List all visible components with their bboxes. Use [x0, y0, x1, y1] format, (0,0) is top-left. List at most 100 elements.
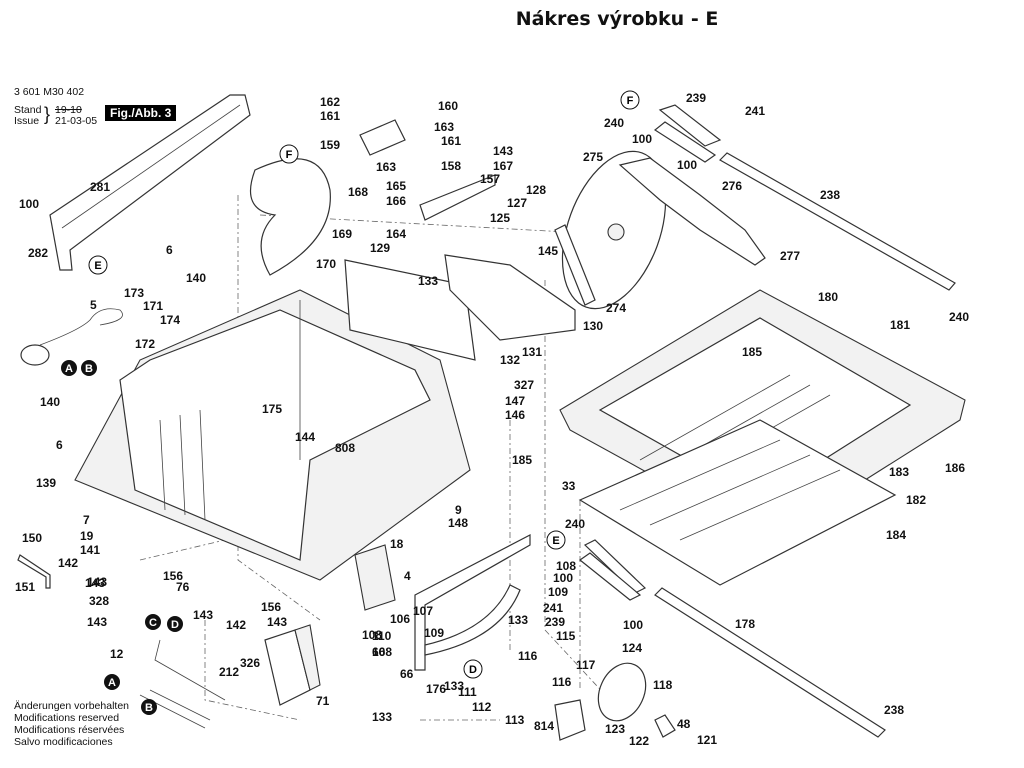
part-label-143: 143: [267, 615, 287, 629]
part-label-142: 142: [226, 618, 246, 632]
ref-marker-A-cable: A: [104, 674, 120, 690]
part-label-9: 9: [455, 503, 462, 517]
part-label-142: 142: [58, 556, 78, 570]
part-129-plate: [344, 259, 476, 361]
part-label-172: 172: [135, 337, 155, 351]
part-label-4: 4: [404, 569, 411, 583]
part-label-163: 163: [434, 120, 454, 134]
part-label-76: 76: [176, 580, 190, 594]
part-label-169: 169: [332, 227, 352, 241]
part-label-327: 327: [514, 378, 534, 392]
part-label-128: 128: [526, 183, 546, 197]
part-label-110: 110: [372, 629, 392, 643]
svg-text:E: E: [552, 535, 559, 547]
page-title: Nákres výrobku - E: [515, 8, 719, 30]
part-label-100: 100: [623, 618, 643, 632]
part-118-knob: [597, 662, 647, 722]
part-label-116: 116: [552, 675, 572, 689]
part-label-100: 100: [632, 132, 652, 146]
part-label-175: 175: [262, 402, 282, 416]
part-label-133: 133: [444, 679, 464, 693]
part-label-239: 239: [686, 91, 706, 105]
part-238-rod-top: [719, 152, 956, 291]
part-label-106: 106: [390, 612, 410, 626]
part-label-133: 133: [418, 274, 438, 288]
part-178-box: [264, 624, 321, 706]
part-814-lever: [554, 699, 586, 741]
part-label-117: 117: [576, 658, 596, 672]
part-label-328: 328: [89, 594, 109, 608]
part-label-143: 143: [87, 615, 107, 629]
part-label-111: 111: [458, 685, 477, 699]
part-label-5: 5: [90, 298, 97, 312]
part-label-160: 160: [438, 99, 458, 113]
part-label-143: 143: [85, 576, 105, 590]
part-label-238: 238: [884, 703, 904, 717]
part-label-173: 173: [124, 286, 144, 300]
svg-text:A: A: [65, 363, 73, 375]
part-5-power-cord: [20, 308, 123, 366]
part-label-240: 240: [0, 0, 20, 3]
part-130-lower-guard: [444, 254, 576, 341]
part-label-239: 239: [545, 615, 565, 629]
part-label-133: 133: [372, 710, 392, 724]
part-168-blade-guard: [249, 158, 331, 276]
part-label-66: 66: [400, 667, 414, 681]
part-label-100: 100: [19, 197, 39, 211]
part-label-141: 141: [80, 543, 100, 557]
part-label-118: 118: [653, 678, 673, 692]
svg-text:B: B: [145, 702, 153, 714]
part-label-148: 148: [448, 516, 468, 530]
part-label-185: 185: [512, 453, 532, 467]
part-label-71: 71: [316, 694, 330, 708]
part-label-109: 109: [548, 585, 568, 599]
part-label-161: 161: [320, 109, 340, 123]
part-label-282: 282: [28, 246, 48, 260]
ref-marker-E-fence: E: [88, 255, 108, 275]
part-label-6: 6: [56, 438, 63, 452]
modification-notes: Änderungen vorbehalten Modifications res…: [14, 700, 129, 748]
part-label-183: 183: [889, 465, 909, 479]
part-label-7: 7: [83, 513, 90, 527]
part-label-108: 108: [556, 559, 576, 573]
part-label-112: 112: [472, 700, 492, 714]
part-label-139: 139: [36, 476, 56, 490]
part-label-163: 163: [376, 160, 396, 174]
part-label-185: 185: [742, 345, 762, 359]
part-label-143: 143: [87, 575, 107, 589]
part-277-riving-knife: [618, 157, 766, 266]
part-label-166: 166: [386, 194, 406, 208]
part-label-275: 275: [583, 150, 603, 164]
part-239-rail-bottom: [578, 539, 647, 601]
part-label-814: 814: [534, 719, 554, 733]
part-label-162: 162: [320, 95, 340, 109]
part-label-181: 181: [890, 318, 910, 332]
ref-marker-C-cable: C: [145, 614, 161, 630]
part-label-164: 164: [386, 227, 406, 241]
svg-text:B: B: [85, 363, 93, 375]
part-label-240: 240: [949, 310, 969, 324]
part-label-12: 12: [110, 647, 124, 661]
part-label-178: 178: [735, 617, 755, 631]
part-label-276: 276: [722, 179, 742, 193]
part-212-cables: [139, 639, 226, 729]
part-label-48: 48: [677, 717, 691, 731]
part-label-18: 18: [390, 537, 404, 551]
ref-marker-B-cable: B: [141, 699, 157, 715]
part-281-fence: [49, 94, 251, 271]
svg-text:E: E: [94, 260, 101, 272]
part-label-121: 121: [697, 733, 717, 747]
part-label-168: 168: [348, 185, 368, 199]
svg-text:D: D: [171, 619, 179, 631]
part-label-131: 131: [522, 345, 542, 359]
ref-marker-F-blade: F: [279, 144, 299, 164]
part-150-hex-key: [17, 554, 51, 589]
part-label-241: 241: [745, 104, 765, 118]
part-182-base-plate: [578, 419, 897, 586]
ref-marker-E-rail: E: [546, 530, 566, 550]
part-239-rail-top: [653, 104, 722, 163]
part-label-108: 108: [362, 628, 382, 642]
note-fr: Modifications réservées: [14, 724, 125, 736]
ref-marker-B-cord: B: [81, 360, 97, 376]
note-en: Modifications reserved: [14, 712, 120, 724]
